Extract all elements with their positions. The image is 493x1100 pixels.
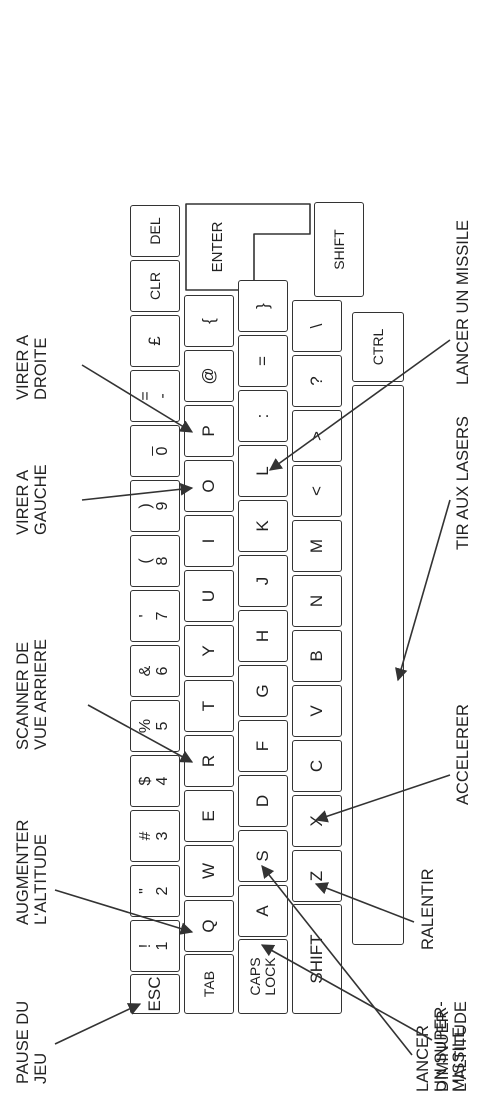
arrow-diminuer [260, 944, 433, 1041]
key-enter-label: ENTER [209, 221, 226, 272]
arrow-pause [54, 1003, 142, 1045]
arrow-augmenter [54, 889, 194, 935]
arrow-scanner [87, 704, 194, 763]
arrow-accelerer [314, 774, 451, 823]
arrow-ralentir [314, 882, 415, 923]
arrow-virer-gauche [81, 482, 194, 501]
arrow-virer-droite [81, 364, 194, 433]
arrow-tir-lasers [395, 499, 451, 682]
arrow-lancer-missile [268, 339, 451, 471]
arrow-lancer-super [261, 864, 413, 1056]
